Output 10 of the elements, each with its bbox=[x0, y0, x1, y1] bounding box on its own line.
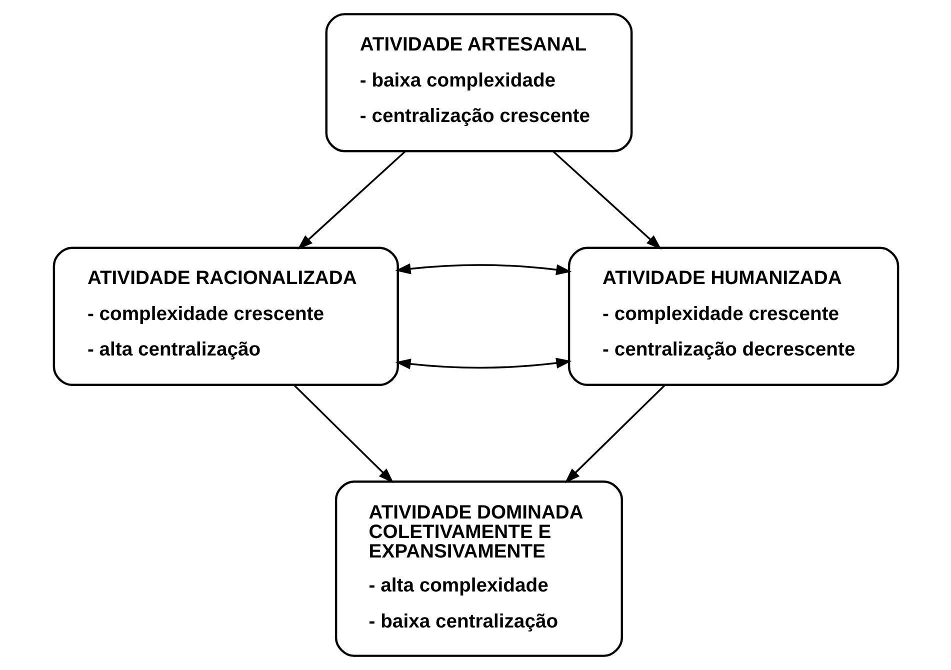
arrow bbox=[394, 358, 572, 370]
node-box: ATIVIDADE DOMINADA COLETIVAMENTE E EXPANSIVAMENTE - alta complexidade - baixa centralização bbox=[334, 480, 622, 657]
node-box: ATIVIDADE ARTESANAL - baixa complexidade - centralização crescente bbox=[324, 13, 632, 152]
arrow bbox=[564, 384, 665, 484]
arrow bbox=[296, 150, 406, 250]
arrow bbox=[394, 263, 572, 276]
arrow bbox=[293, 384, 394, 484]
node-box: ATIVIDADE RACIONALIZADA - complexidade crescente - alta centralização bbox=[52, 246, 398, 386]
node-box: ATIVIDADE HUMANIZADA - complexidade crescente - centralização decrescente bbox=[567, 246, 899, 386]
arrow bbox=[552, 150, 662, 250]
